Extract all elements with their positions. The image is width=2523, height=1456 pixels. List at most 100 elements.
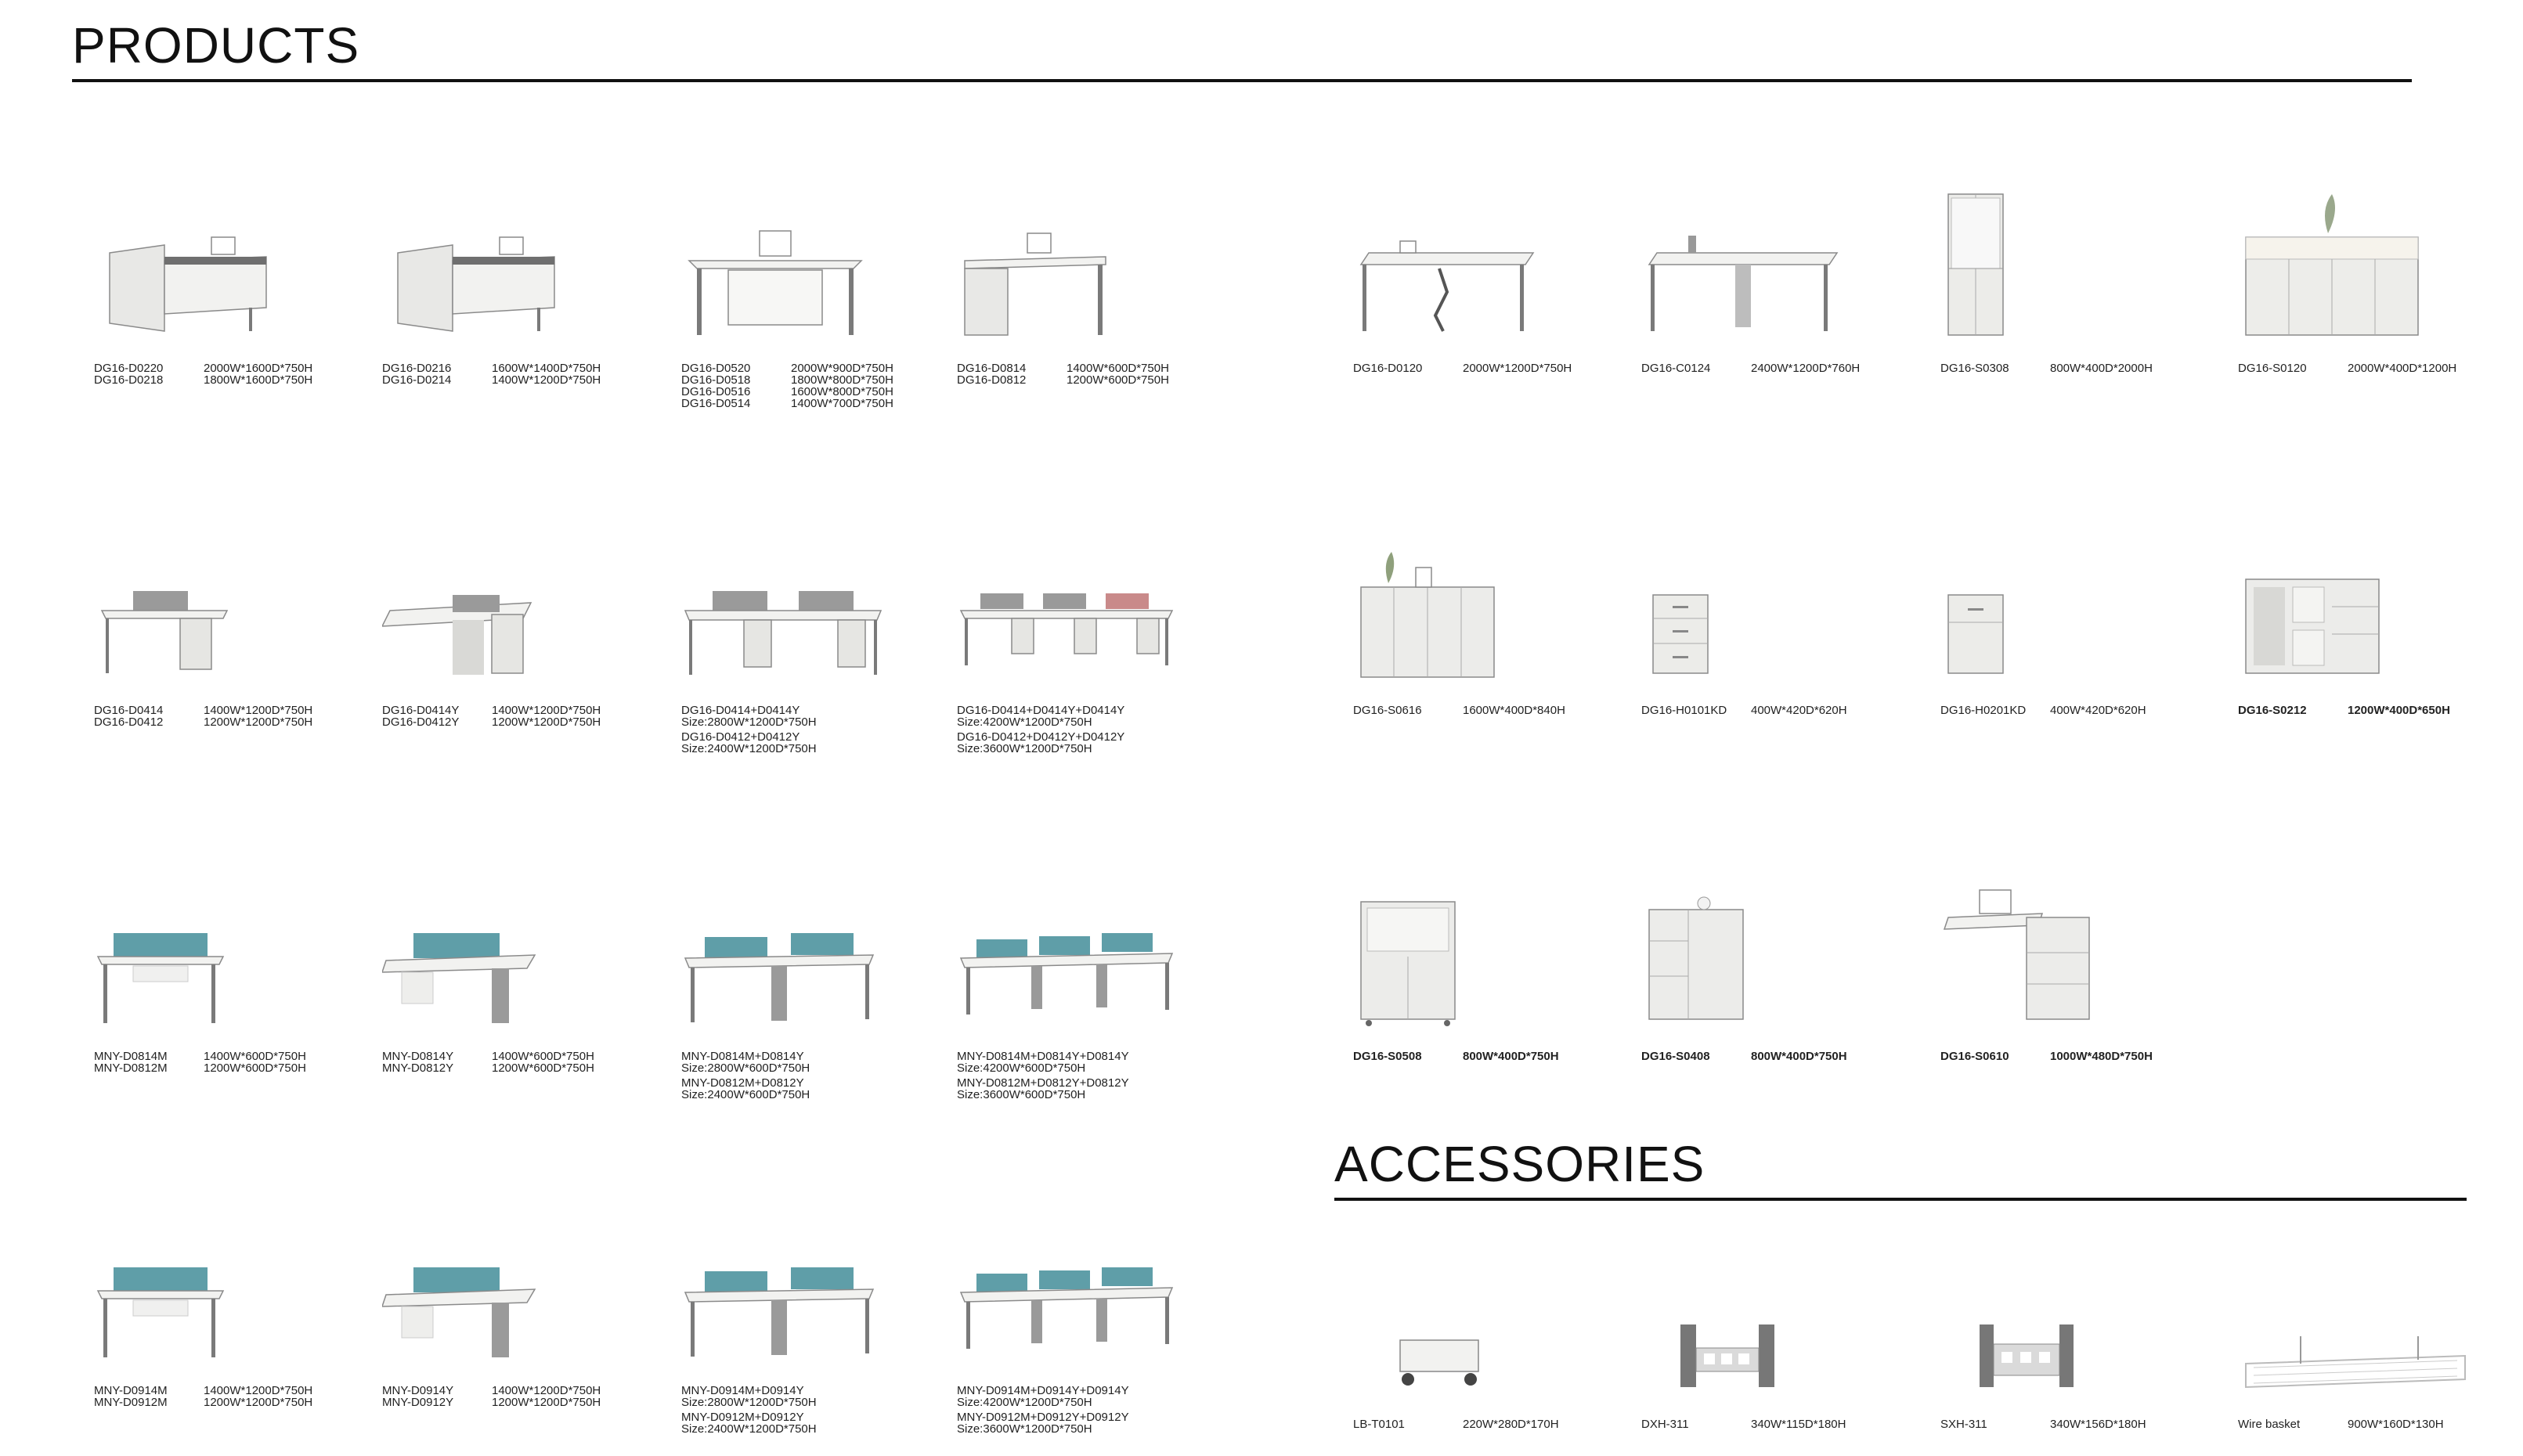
model-code: DG16-S0120 — [2238, 362, 2307, 375]
dimensions: 1200W*1200D*750H — [492, 1396, 601, 1409]
products-title: PRODUCTS — [72, 17, 360, 74]
model-code: MNY-D0914M+D0914Y+D0914Y — [957, 1384, 1129, 1397]
spec-row: DG16-S0610 1000W*480D*750H — [1940, 1051, 2153, 1062]
accessories-title: ACCESSORIES — [1334, 1136, 1705, 1192]
model-code: DG16-S0408 — [1641, 1050, 1710, 1063]
model-code: MNY-D0812M+D0812Y — [681, 1076, 804, 1090]
product-image — [94, 925, 227, 1027]
accessory-image — [1384, 1317, 1494, 1395]
dimensions: 1800W*800D*750H — [791, 373, 893, 387]
product-image — [2238, 190, 2426, 339]
product-image — [382, 222, 570, 339]
model-code: MNY-D0814Y — [382, 1050, 454, 1063]
product-image — [1353, 894, 1463, 1027]
dimensions: Size:4200W*1200D*750H — [957, 1396, 1092, 1409]
dimensions: 800W*400D*750H — [1751, 1050, 1847, 1063]
dimensions: 1200W*600D*750H — [492, 1061, 594, 1075]
product-image — [681, 925, 877, 1027]
model-code: DG16-D0220 — [94, 362, 164, 375]
spec-row: DG16-D0412 1200W*1200D*750H — [94, 716, 312, 728]
product-image — [957, 587, 1176, 681]
model-code: DG16-D0518 — [681, 373, 751, 387]
model-code: DG16-S0610 — [1940, 1050, 2009, 1063]
spec-row: MNY-D0814M 1400W*600D*750H — [94, 1051, 306, 1062]
model-code: DG16-D0214 — [382, 373, 452, 387]
product-image — [1940, 190, 2011, 339]
model-code: DG16-D0412+D0412Y — [681, 730, 800, 744]
model-code: DG16-D0414+D0414Y — [681, 704, 800, 717]
model-code: MNY-D0912M+D0912Y — [681, 1411, 804, 1424]
model-code: DG16-S0508 — [1353, 1050, 1422, 1063]
dimensions: 400W*420D*620H — [1751, 704, 1847, 717]
accessory-image — [2238, 1332, 2473, 1395]
dimensions: 800W*400D*2000H — [2050, 362, 2153, 375]
dimensions: 1400W*600D*750H — [204, 1050, 306, 1063]
spec-row: DG16-D0220 2000W*1600D*750H — [94, 362, 312, 374]
dimensions: 1400W*1200D*750H — [204, 704, 313, 717]
model-code: DG16-D0414+D0414Y+D0414Y — [957, 704, 1125, 717]
dimensions: 1600W*1400D*750H — [492, 362, 601, 375]
model-code: DG16-D0412 — [94, 715, 164, 729]
product-image — [94, 1260, 227, 1361]
product-image — [681, 1260, 877, 1361]
product-spec: DG16-D0414 1400W*1200D*750H DG16-D0412 1200… — [94, 705, 312, 728]
dimensions: 1200W*600D*750H — [1067, 373, 1169, 387]
dimensions: 1000W*480D*750H — [2050, 1050, 2153, 1063]
model-code: DXH-311 — [1641, 1418, 1689, 1431]
dimensions: 2000W*1600D*750H — [204, 362, 313, 375]
model-code: MNY-D0812M — [94, 1061, 168, 1075]
dimensions: 2000W*400D*1200H — [2348, 362, 2457, 375]
model-code: DG16-D0414Y — [382, 704, 460, 717]
model-code: MNY-D0914M+D0914Y — [681, 1384, 804, 1397]
dimensions: Size:2400W*1200D*750H — [681, 742, 817, 755]
model-code: DG16-H0201KD — [1940, 704, 2027, 717]
product-image — [94, 222, 282, 339]
dimensions: 1200W*1200D*750H — [204, 1396, 313, 1409]
dimensions: Size:2800W*1200D*750H — [681, 1396, 817, 1409]
dimensions: Size:2400W*1200D*750H — [681, 1422, 817, 1436]
model-code: DG16-D0414 — [94, 704, 164, 717]
product-image — [1353, 222, 1541, 339]
model-code: MNY-D0814M — [94, 1050, 168, 1063]
dimensions: Size:2800W*1200D*750H — [681, 715, 817, 729]
dimensions: 1200W*1200D*750H — [492, 715, 601, 729]
products-rule — [72, 79, 2412, 82]
model-code: DG16-S0616 — [1353, 704, 1422, 717]
model-code: MNY-D0812M+D0812Y+D0812Y — [957, 1076, 1129, 1090]
dimensions: 1400W*1200D*750H — [492, 1384, 601, 1397]
dimensions: 1200W*1200D*750H — [204, 715, 313, 729]
product-image — [957, 222, 1114, 339]
dimensions: 400W*420D*620H — [2050, 704, 2146, 717]
model-code: DG16-C0124 — [1641, 362, 1711, 375]
spec-row: DG16-D0812 1200W*600D*750H — [957, 374, 1169, 386]
model-code: MNY-D0912M — [94, 1396, 168, 1409]
model-code: DG16-D0812 — [957, 373, 1027, 387]
model-code: SXH-311 — [1940, 1418, 1987, 1431]
product-spec: DG16-S0120 2000W*400D*1200H — [2238, 362, 2456, 374]
accessory-image — [1972, 1317, 2081, 1395]
